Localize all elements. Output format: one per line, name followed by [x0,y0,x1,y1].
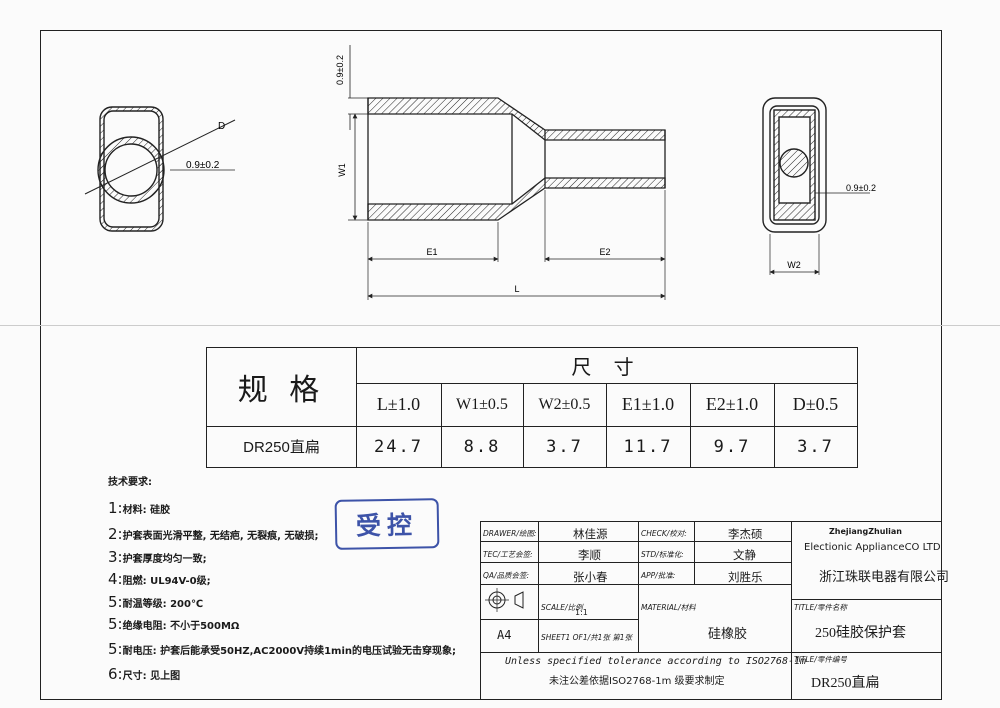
tolerance-cn: 未注公差依据ISO2768-1m 级要求制定 [549,676,725,687]
tec-label: TEC/工艺会签: [483,550,533,559]
model-name: DR250直扁 [243,439,320,456]
dim-l: L [514,284,519,294]
title-block: DRAWER/绘图: 林佳源 CHECK/校对: 李杰硕 TEC/工艺会签: 李… [480,521,949,700]
projection-symbol-icon [485,588,524,612]
col-d: D±0.5 [792,394,839,414]
drawer-label: DRAWER/绘图: [483,529,537,538]
dim-d: D [218,121,225,132]
col-w2: W2±0.5 [538,395,591,413]
paper-size: A4 [497,628,512,642]
note-8: 6:尺寸: 见上图 [108,665,181,683]
qa-label: QA/品质会签: [483,571,530,580]
company-en-1: ZhejiangZhulian [829,527,902,536]
value-e2: 9.7 [713,436,751,457]
material-value: 硅橡胶 [708,627,748,642]
fold-line [0,325,1000,326]
scale-value: 1:1 [575,608,588,617]
std-label: STD/标准化: [641,550,684,559]
spec-table: 规 格 尺 寸 L±1.0 W1±0.5 W2±0.5 E1±1.0 E2±1.… [206,347,858,468]
tec-value: 李顺 [578,548,601,562]
dim-thickness-right: 0.9±0.2 [846,183,876,193]
title-label: TITLE/零件名称 [794,603,847,612]
dim-w1: W1 [337,163,347,177]
check-value: 李杰硕 [728,527,763,541]
qa-value: 张小春 [573,570,608,584]
col-e2: E2±1.0 [705,394,759,414]
value-l: 24.7 [374,436,423,457]
size-header: 尺 寸 [571,355,642,379]
dim-e1: E1 [426,247,437,257]
technical-drawing: D 0.9±0.2 0.9±0.2 W1 E1 E2 L [84,45,876,300]
note-1: 1:材料: 硅胶 [108,499,171,517]
spec-title: 规 格 [237,373,326,408]
sheet-info: SHEET1 OF1/共1张 第1张 [541,633,633,642]
dim-thickness-top: 0.9±0.2 [335,55,345,85]
dim-thickness-left: 0.9±0.2 [186,160,220,171]
material-label: MATERIAL/材料 [641,603,696,612]
dim-w2: W2 [787,260,801,270]
title-value: 250硅胶保护套 [815,626,906,641]
col-w1: W1±0.5 [456,395,508,413]
app-value: 刘胜乐 [728,570,763,584]
note-5: 5:耐温等级: 200℃ [108,593,204,611]
part-no-label: TITLE/零件编号 [794,655,847,664]
part-no-value: DR250直扁 [811,676,880,691]
std-value: 文静 [733,548,756,562]
company-en-2: Electionic ApplianceCO LTD [804,542,941,553]
note-3: 3:护套厚度均匀一致; [108,548,207,566]
value-w1: 8.8 [463,436,501,457]
drawer-value: 林佳源 [573,527,608,541]
note-2: 2:护套表面光滑平整, 无结疤, 无裂痕, 无破损; [108,525,319,543]
value-w2: 3.7 [546,436,583,457]
end-view-left [84,106,236,232]
check-label: CHECK/校对: [641,529,687,538]
tolerance-en: Unless specified tolerance according to … [505,656,807,667]
value-e1: 11.7 [623,436,673,457]
end-view-right [762,97,870,275]
value-d: 3.7 [797,436,834,457]
note-7: 5:耐电压: 护套后能承受50HZ,AC2000V持续1min的电压试验无击穿现… [108,640,456,658]
app-label: APP/批准: [641,571,676,580]
note-6: 5:绝缘电阻: 不小于500MΩ [108,615,240,633]
controlled-stamp: 受控 [334,498,440,550]
dim-e2: E2 [599,247,610,257]
company-cn: 浙江珠联电器有限公司 [819,570,950,585]
section-view [348,45,666,300]
col-l: L±1.0 [376,394,421,414]
tech-notes-title: 技术要求: [108,477,152,488]
note-4: 4:阻燃: UL94V-0级; [108,570,211,588]
col-e1: E1±1.0 [621,394,675,414]
scale-label: SCALE/比例 [541,603,583,612]
